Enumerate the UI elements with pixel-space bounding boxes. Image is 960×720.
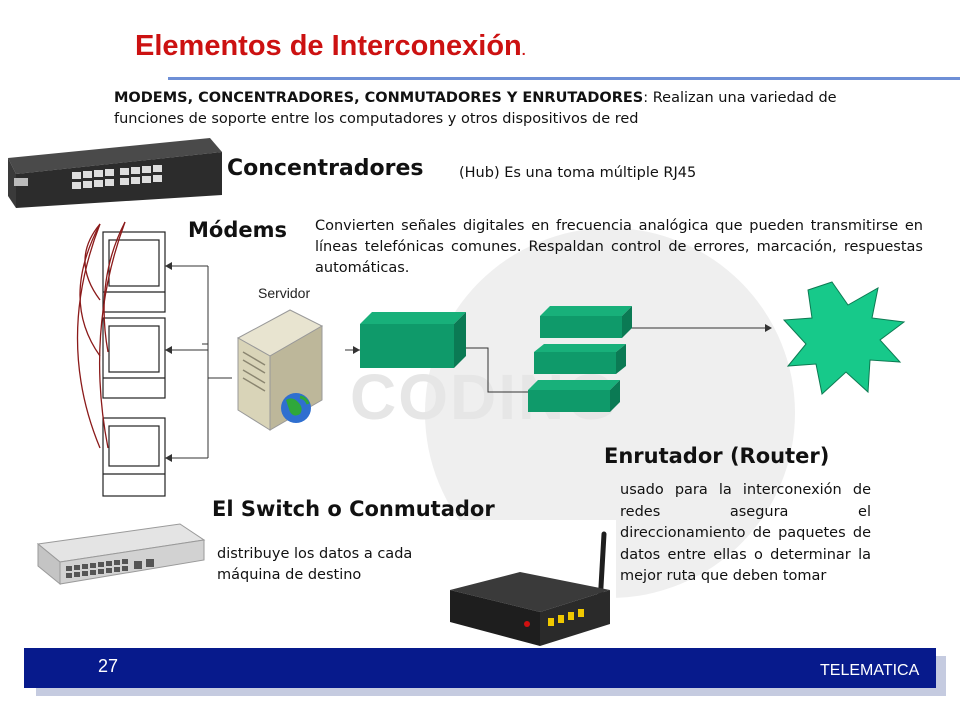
server-icon [236,309,324,431]
page-number: 27 [98,656,119,676]
intro-rest: : Realizan una variedad de funciones de … [114,90,837,127]
title-text: Elementos de Interconexión [135,30,522,62]
concentradores-description: (Hub) Es una toma múltiple RJ45 [459,165,697,181]
switch-icon [36,523,206,586]
internet-burst-icon [782,281,906,395]
footer-bar [24,648,936,688]
switch-heading: El Switch o Conmutador [212,497,495,521]
footer-label: TELEMATICA [820,662,920,679]
modems-description: Convierten señales digitales en frecuenc… [315,218,923,276]
modems-heading: Módems [188,218,287,242]
intro-paragraph: MODEMS, CONCENTRADORES, CONMUTADORES Y E… [114,88,874,130]
server-label: Servidor [258,285,311,301]
modem-box-icon [360,312,466,368]
title-underline [168,77,960,80]
router-box-icons [528,306,632,412]
bus-lines [165,265,770,459]
intro-bold: MODEMS, CONCENTRADORES, CONMUTADORES Y E… [114,90,644,106]
page-title: Elementos de Interconexión. [135,30,526,63]
concentradores-heading: Concentradores [227,156,424,181]
title-period: . [521,42,526,58]
hub-icon [8,138,222,208]
switch-description: distribuye los datos a cada máquina de d… [217,546,413,583]
router-icon [450,531,610,646]
router-description: usado para la interconexión de redes ase… [620,482,871,584]
router-heading: Enrutador (Router) [604,444,830,468]
connection-curves [76,221,126,449]
terminal-icons [102,231,166,497]
